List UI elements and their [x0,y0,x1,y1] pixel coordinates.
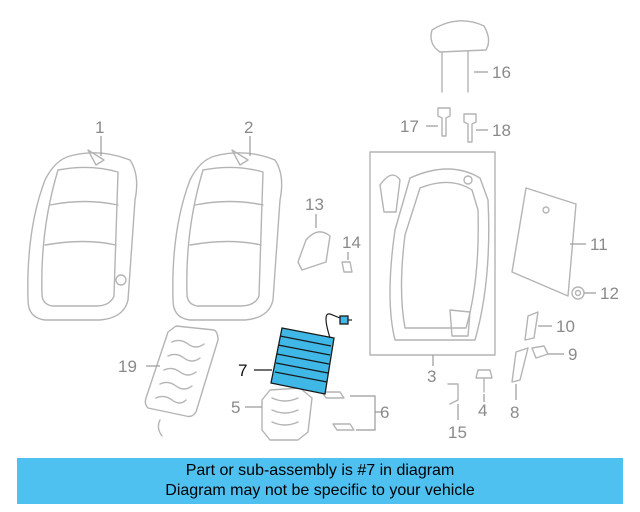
callout-3: 3 [427,367,436,386]
callout-15: 15 [448,423,467,442]
callout-13: 13 [305,195,324,214]
hook-15 [447,383,459,405]
guide-18 [463,113,477,143]
seat-back-cushion-1 [27,149,138,321]
callout-8: 8 [510,403,519,422]
nut-12 [571,286,585,300]
callout-2: 2 [244,118,253,137]
info-banner: Part or sub-assembly is #7 in diagram Di… [17,458,623,504]
connectors-6 [321,391,355,431]
seat-back-cushion-2 [172,149,283,321]
lever-8 [511,347,529,383]
clip-14 [341,261,353,273]
seat-back-frame-3 [369,151,496,356]
lumbar-support-7-highlighted [270,313,352,395]
bracket-13 [297,231,331,271]
callout-1: 1 [95,118,104,137]
callout-4: 4 [478,401,487,420]
callout-9: 9 [568,345,577,364]
panel-11 [511,187,577,297]
headrest-16 [430,20,490,93]
callout-17: 17 [400,117,419,136]
callout-12: 12 [600,284,619,303]
callout-19: 19 [118,357,137,376]
callout-16: 16 [492,63,511,82]
callout-10: 10 [556,317,575,336]
callout-18: 18 [492,121,511,140]
seat-heater-pad-19 [144,325,219,437]
pad-5 [261,387,313,441]
callout-11: 11 [590,235,608,254]
bolt-4 [475,369,493,393]
callout-6: 6 [380,403,389,422]
callout-7: 7 [238,361,247,380]
clip-9 [531,345,549,359]
rod-10 [524,311,539,341]
parts-diagram: 1 2 3 4 5 6 [27,20,619,442]
banner-line-part-reference: Part or sub-assembly is #7 in diagram [185,462,455,479]
callout-14: 14 [342,233,361,252]
guide-17 [437,107,451,137]
banner-line-disclaimer: Diagram may not be specific to your vehi… [165,482,475,499]
callout-5: 5 [231,398,240,417]
